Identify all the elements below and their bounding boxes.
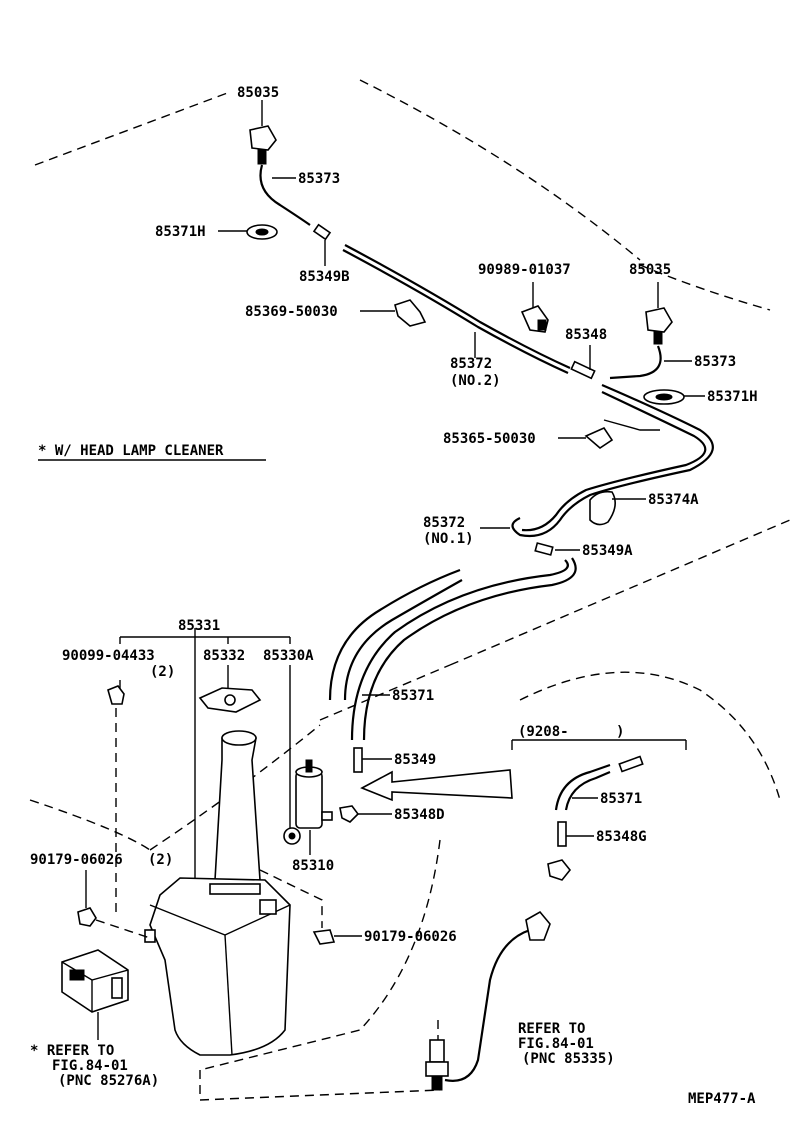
- label-hose-right: 85373: [694, 354, 736, 370]
- label-joint-variant: 85348G: [596, 829, 647, 845]
- valve-mid-icon: [534, 542, 554, 556]
- washer-tank-icon: [144, 730, 291, 1056]
- label-bolt-right: 90179-06026: [364, 929, 457, 945]
- grommet-left-icon: [246, 224, 278, 240]
- label-bolt-left-qty: (2): [148, 852, 173, 868]
- label-code: MEP477-A: [688, 1091, 756, 1107]
- variant-joint-icon: [547, 821, 572, 881]
- label-valve-mid: 85349A: [582, 543, 633, 559]
- relay-box-icon: [61, 949, 129, 1013]
- label-hose-no2: 85372: [450, 356, 492, 372]
- label-refer-left-1: * REFER TO: [30, 1043, 114, 1059]
- label-nut-left-qty: (2): [150, 664, 175, 680]
- clamp-mid-icon: [584, 419, 660, 450]
- valve-left-icon: [312, 223, 332, 241]
- arrow-left-icon: [360, 769, 513, 802]
- label-hose-left: 85373: [298, 171, 340, 187]
- label-hose-no1: 85372: [423, 515, 465, 531]
- label-pump-grommet: 85330A: [263, 648, 314, 664]
- label-refer-left-3: (PNC 85276A): [58, 1073, 159, 1089]
- nut-left-icon: [107, 685, 125, 705]
- clamp-left-icon: [394, 299, 427, 327]
- cap-icon: [198, 687, 262, 713]
- label-clamp-mid: 85365-50030: [443, 431, 536, 447]
- label-clamp-left: 85369-50030: [245, 304, 338, 320]
- label-refer-right-3: (PNC 85335): [522, 1051, 615, 1067]
- label-nozzle-right: 85035: [629, 262, 671, 278]
- label-bolt-left: 90179-06026: [30, 852, 123, 868]
- label-valve-main: 85349: [394, 752, 436, 768]
- label-nut-left: 90099-04433: [62, 648, 155, 664]
- label-refer-right-2: FIG.84-01: [518, 1036, 594, 1052]
- body-outline: [29, 79, 791, 1101]
- label-hose-no1-note: (NO.1): [423, 531, 474, 547]
- variant-joint-top-icon: [618, 755, 644, 773]
- valve-main-icon: [353, 747, 363, 773]
- label-refer-left-2: FIG.84-01: [52, 1058, 128, 1074]
- label-joint-right: 85348: [565, 327, 607, 343]
- label-joint-main: 85348D: [394, 807, 445, 823]
- label-grommet-right: 85371H: [707, 389, 758, 405]
- label-cap: 85332: [203, 648, 245, 664]
- cleaner-motor-icon: [425, 910, 551, 1091]
- label-hose-variant: 85371: [600, 791, 642, 807]
- label-tank-assy: 85331: [178, 618, 220, 634]
- label-pump: 85310: [292, 858, 334, 874]
- grommet-right-icon: [643, 389, 685, 405]
- label-bolt-top: 90989-01037: [478, 262, 571, 278]
- bolt-top-icon: [520, 305, 549, 333]
- nozzle-right-icon: [645, 307, 673, 345]
- pump-grommet-icon: [283, 827, 301, 845]
- joint-main-icon: [339, 805, 360, 823]
- tank-assy-bracket: [119, 628, 291, 900]
- label-hose-no2-note: (NO.2): [450, 373, 501, 389]
- clip-mid-icon: [589, 490, 616, 526]
- pump-icon: [295, 759, 333, 829]
- bolt-left-icon: [77, 907, 97, 927]
- bolt-right-icon: [312, 929, 336, 945]
- label-clip-mid: 85374A: [648, 492, 699, 508]
- label-variant: (9208-: [518, 724, 569, 740]
- variant-bracket: [511, 739, 687, 750]
- label-note-headlamp: * W/ HEAD LAMP CLEANER: [38, 443, 224, 459]
- label-refer-right-1: REFER TO: [518, 1021, 585, 1037]
- label-grommet-left: 85371H: [155, 224, 206, 240]
- label-nozzle-left: 85035: [237, 85, 279, 101]
- label-hose-main: 85371: [392, 688, 434, 704]
- nozzle-left-icon: [249, 125, 277, 165]
- label-variant-close: ): [616, 724, 624, 740]
- joint-right-icon: [570, 360, 596, 380]
- label-valve-left: 85349B: [299, 269, 350, 285]
